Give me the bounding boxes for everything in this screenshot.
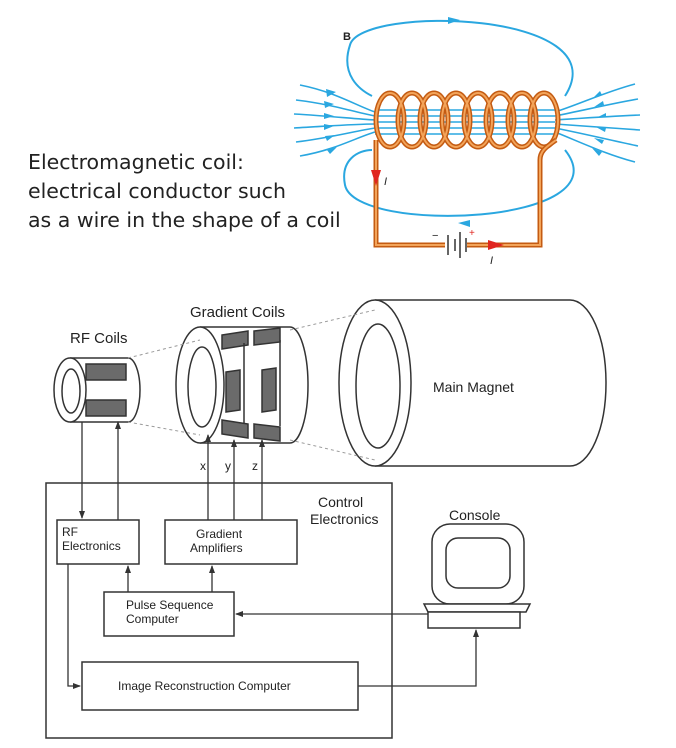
signal-connectors [67, 421, 479, 689]
current-arrow-left [371, 170, 381, 186]
left-field-arrows [324, 89, 337, 154]
label-console: Console [449, 507, 501, 523]
circuit-wire [373, 137, 558, 248]
console-computer [422, 523, 532, 629]
left-field-lines [293, 84, 376, 157]
battery-plus-sign: + [469, 228, 475, 239]
battery-icon [447, 232, 467, 258]
label-pulse-sequence-2: Computer [126, 612, 179, 626]
field-label-b: B [343, 31, 351, 43]
label-main-magnet: Main Magnet [433, 379, 514, 395]
coil-caption: Electromagnetic coil: electrical conduct… [28, 148, 341, 235]
rf-coil-assembly [53, 357, 141, 423]
label-rf-electronics-2: Electronics [62, 539, 121, 553]
label-image-reconstruction: Image Reconstruction Computer [118, 679, 291, 693]
alignment-guides [127, 309, 376, 461]
label-axis-x: x [200, 459, 206, 473]
right-field-arrows [592, 91, 606, 156]
mri-system-diagram: RF Coils Gradient Coils Main Magnet x y … [45, 299, 607, 739]
label-axis-z: z [252, 459, 258, 473]
rf-electronics-box [56, 519, 140, 565]
current-label-bottom: I [490, 255, 493, 267]
label-gradient-amplifiers-2: Amplifiers [190, 541, 243, 555]
label-gradient-amplifiers-1: Gradient [196, 527, 243, 541]
gradient-amplifiers-box [164, 519, 298, 565]
current-arrow-bottom [488, 240, 504, 250]
label-control-line-2: Electronics [310, 511, 378, 527]
label-axis-y: y [225, 459, 231, 473]
image-reconstruction-box [81, 661, 359, 711]
gradient-coil-assembly [175, 326, 309, 444]
current-label-left: I [384, 176, 387, 188]
main-magnet [338, 299, 607, 467]
field-arrow-bottom [458, 220, 470, 227]
coil-windings-highlight [375, 92, 559, 148]
label-gradient-coils: Gradient Coils [190, 304, 285, 321]
label-rf-coils: RF Coils [70, 330, 128, 347]
electromagnetic-coil-diagram: − + B I I [293, 17, 641, 267]
field-arrow-top [448, 17, 460, 24]
circuit-wire-highlight [375, 139, 557, 246]
caption-line-3: as a wire in the shape of a coil [28, 208, 341, 232]
label-control-line-1: Control [318, 494, 363, 510]
control-electronics-enclosure [45, 482, 393, 739]
label-pulse-sequence-1: Pulse Sequence [126, 598, 214, 612]
label-rf-electronics-1: RF [62, 525, 78, 539]
caption-line-1: Electromagnetic coil: [28, 150, 244, 174]
pulse-sequence-box [103, 591, 235, 637]
battery-minus-sign: − [432, 230, 438, 242]
caption-line-2: electrical conductor such [28, 179, 286, 203]
outer-field-lines [343, 19, 575, 217]
